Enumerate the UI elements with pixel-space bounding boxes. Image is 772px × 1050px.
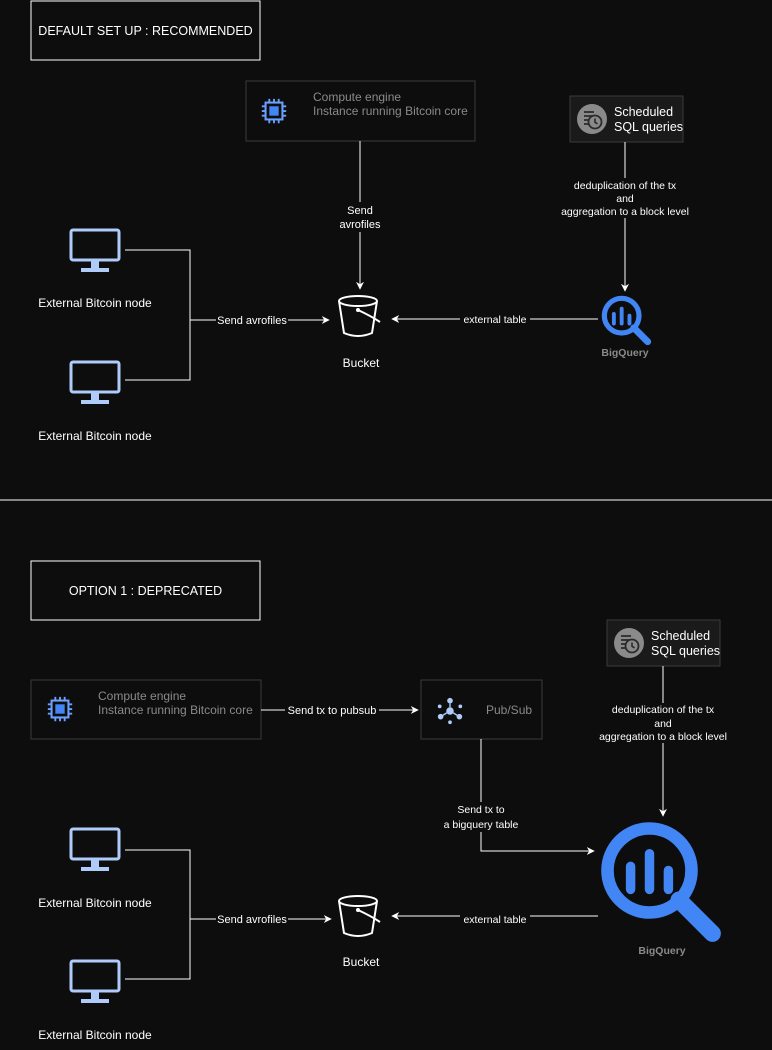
default-title: DEFAULT SET UP : RECOMMENDED [38,24,252,38]
compute-engine-subtitle: Instance running Bitcoin core [313,104,468,118]
edge-label-dedup-3: aggregation to a block level [599,731,727,743]
option1-title: OPTION 1 : DEPRECATED [69,584,222,598]
pubsub-label: Pub/Sub [486,703,532,717]
scheduled-subtitle: SQL queries [614,120,683,134]
bigquery-icon [604,298,647,341]
section-default: DEFAULT SET UP : RECOMMENDED Compute eng… [30,0,692,443]
compute-engine-node: Compute engine Instance running Bitcoin … [30,679,262,740]
scheduled-title: Scheduled [614,105,673,119]
scheduled-subtitle: SQL queries [651,644,720,658]
monitor-icon [69,228,121,274]
clock-list-icon [576,103,608,135]
edge-label-send-bq-1: Send tx to [457,804,504,816]
bucket-label: Bucket [343,356,380,370]
edge-label-send-pubsub: Send tx to pubsub [288,705,377,717]
edge-label-send-bq-2: a bigquery table [444,819,519,831]
bucket-icon [338,295,381,337]
monitor-icon [69,827,121,873]
edge-label-send-avrofiles: Send avrofiles [217,315,287,327]
edge-label-dedup-1: deduplication of the tx [612,704,715,716]
chip-icon [260,97,288,125]
edge-label-send-avrofiles-top-1: Send [347,205,373,217]
edge-label-dedup-2: and [616,193,634,205]
compute-engine-title: Compute engine [313,90,401,104]
section-option1: OPTION 1 : DEPRECATED Compute engine Ins… [30,560,730,1042]
compute-engine-subtitle: Instance running Bitcoin core [98,703,253,717]
scheduled-title: Scheduled [651,629,710,643]
edge-label-external-table: external table [463,914,526,926]
monitor-icon [69,360,121,406]
bigquery-icon [608,829,713,934]
clock-list-icon [613,627,645,659]
monitor-icon [69,959,121,1005]
external-node-label: External Bitcoin node [38,896,152,910]
edge-label-dedup-3: aggregation to a block level [561,206,689,218]
default-title-box [30,0,261,61]
chip-icon [46,695,74,723]
bucket-icon [338,895,381,937]
external-node-label: External Bitcoin node [38,429,152,443]
edge-label-send-avrofiles: Send avrofiles [217,914,287,926]
bucket-label: Bucket [343,955,380,969]
edge-label-dedup-1: deduplication of the tx [574,180,677,192]
edge-label-dedup-2: and [654,718,672,730]
option1-title-box [30,560,261,621]
edge-label-external-table: external table [463,314,526,326]
edge-label-send-avrofiles-top-2: avrofiles [340,219,381,231]
pubsub-node: Pub/Sub [420,679,543,740]
bigquery-label: BigQuery [638,945,685,957]
external-node-label: External Bitcoin node [38,1028,152,1042]
compute-engine-node: Compute engine Instance running Bitcoin … [245,80,476,142]
scheduled-queries-node: Scheduled SQL queries [569,95,684,143]
compute-engine-title: Compute engine [98,689,186,703]
scheduled-queries-node: Scheduled SQL queries [606,619,721,667]
bigquery-label: BigQuery [601,347,648,359]
external-node-label: External Bitcoin node [38,296,152,310]
edge-pubsub-to-bigquery [480,739,595,855]
